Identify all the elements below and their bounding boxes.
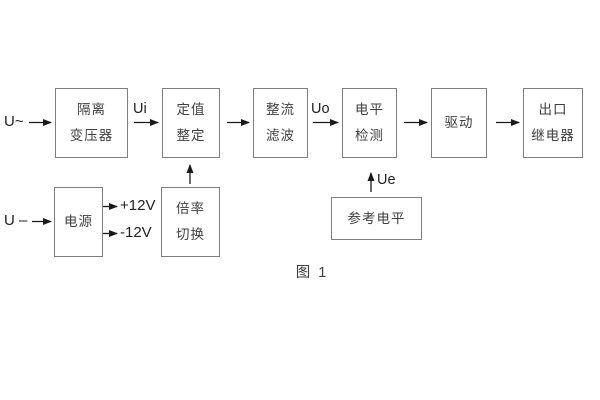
- dc-input-label: U –: [4, 212, 28, 229]
- block-isolation-transformer: 隔离 变压器: [55, 88, 128, 158]
- minus12v-label: -12V: [120, 224, 152, 241]
- signal-uo-label: Uo: [311, 101, 330, 117]
- block-power-supply: 电源: [54, 187, 103, 257]
- block-label: 整定: [176, 128, 206, 143]
- block-label: 定值: [176, 102, 206, 117]
- block-label: 变压器: [69, 128, 114, 143]
- signal-ui-label: Ui: [133, 101, 147, 117]
- block-label: 电平: [355, 102, 384, 117]
- figure-caption: 图 1: [295, 265, 329, 281]
- block-setpoint-adjustment: 定值 整定: [162, 88, 220, 158]
- block-output-relay: 出口 继电器: [523, 88, 583, 158]
- block-label: 切换: [176, 227, 205, 242]
- block-label: 参考电平: [347, 210, 406, 226]
- block-ratio-switch: 倍率 切换: [161, 187, 220, 257]
- plus12v-label: +12V: [120, 197, 156, 214]
- block-label: 倍率: [176, 201, 205, 216]
- block-level-detection: 电平 检测: [342, 88, 397, 158]
- block-label: 驱动: [444, 115, 474, 130]
- block-label: 整流: [266, 102, 295, 117]
- block-drive: 驱动: [431, 88, 487, 158]
- block-label: 继电器: [531, 128, 575, 143]
- signal-ue-label: Ue: [377, 172, 396, 188]
- ac-input-label: U~: [4, 113, 24, 130]
- block-rectify-filter: 整流 滤波: [253, 88, 308, 158]
- block-reference-level: 参考电平: [331, 197, 422, 240]
- block-label: 检测: [355, 128, 384, 143]
- block-label: 滤波: [266, 128, 295, 143]
- block-label: 电源: [64, 214, 93, 229]
- block-label: 隔离: [77, 102, 106, 117]
- block-label: 出口: [538, 102, 568, 117]
